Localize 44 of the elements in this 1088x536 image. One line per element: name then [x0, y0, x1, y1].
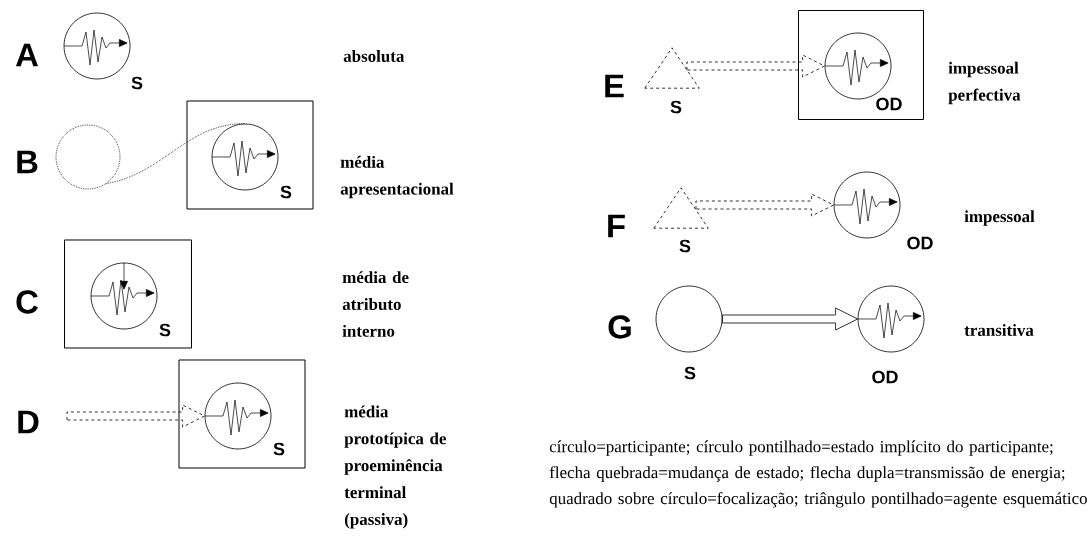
panel-letter: G [608, 315, 631, 339]
role-label: S [131, 76, 143, 90]
panel-letter: A [15, 43, 38, 67]
focus-square [186, 100, 314, 210]
dotted-connector [106, 123, 246, 184]
role-label: S [159, 323, 171, 337]
panel-letter: C [16, 290, 38, 314]
type-label: absoluta [343, 50, 405, 62]
type-label: impessoal perfectiva [948, 61, 1021, 105]
role-label: S [679, 239, 691, 253]
focus-square [798, 10, 924, 120]
panel-letter: F [608, 214, 625, 238]
participant-circle [204, 382, 272, 450]
role-label: S [273, 442, 285, 456]
type-label: impessoal [964, 210, 1035, 226]
double-arrow [695, 193, 834, 217]
participant-circle [655, 285, 723, 353]
role-label: S [670, 100, 682, 114]
type-label: transitiva [964, 324, 1034, 336]
double-arrow [722, 307, 858, 331]
role-label: OD [876, 97, 902, 111]
double-arrow [66, 404, 205, 428]
type-label: média apresentacional [340, 155, 454, 199]
double-arrow [686, 54, 825, 78]
focus-square [178, 359, 306, 469]
focus-square [64, 239, 192, 349]
role-label: OD [907, 236, 933, 250]
type-label: média prototípica de proeminência terminal (passiva) [344, 405, 446, 529]
dotted-circle [55, 124, 121, 190]
participant-circle [833, 171, 901, 239]
legend-note: círculo=participante; círculo pontilhado=estado implícito do participante; flecha quebrada=mudança de estado; flecha dupla=transmissão de energia; quadrado sobre círculo=focalização; triângulo pontilhado=agente esquemático [549, 440, 1087, 508]
participant-circle [857, 285, 925, 353]
role-label: S [280, 185, 292, 199]
panel-letter: D [18, 410, 39, 434]
role-label: OD [872, 370, 898, 384]
role-label: S [684, 366, 696, 380]
dashed-triangle [653, 187, 709, 229]
panel-letter: B [17, 150, 38, 174]
participant-circle [211, 123, 279, 191]
dashed-triangle [644, 47, 700, 89]
participant-circle [63, 12, 131, 80]
type-label: média de atributo interno [342, 271, 409, 337]
panel-letter: E [605, 74, 624, 98]
participant-circle [90, 262, 158, 330]
